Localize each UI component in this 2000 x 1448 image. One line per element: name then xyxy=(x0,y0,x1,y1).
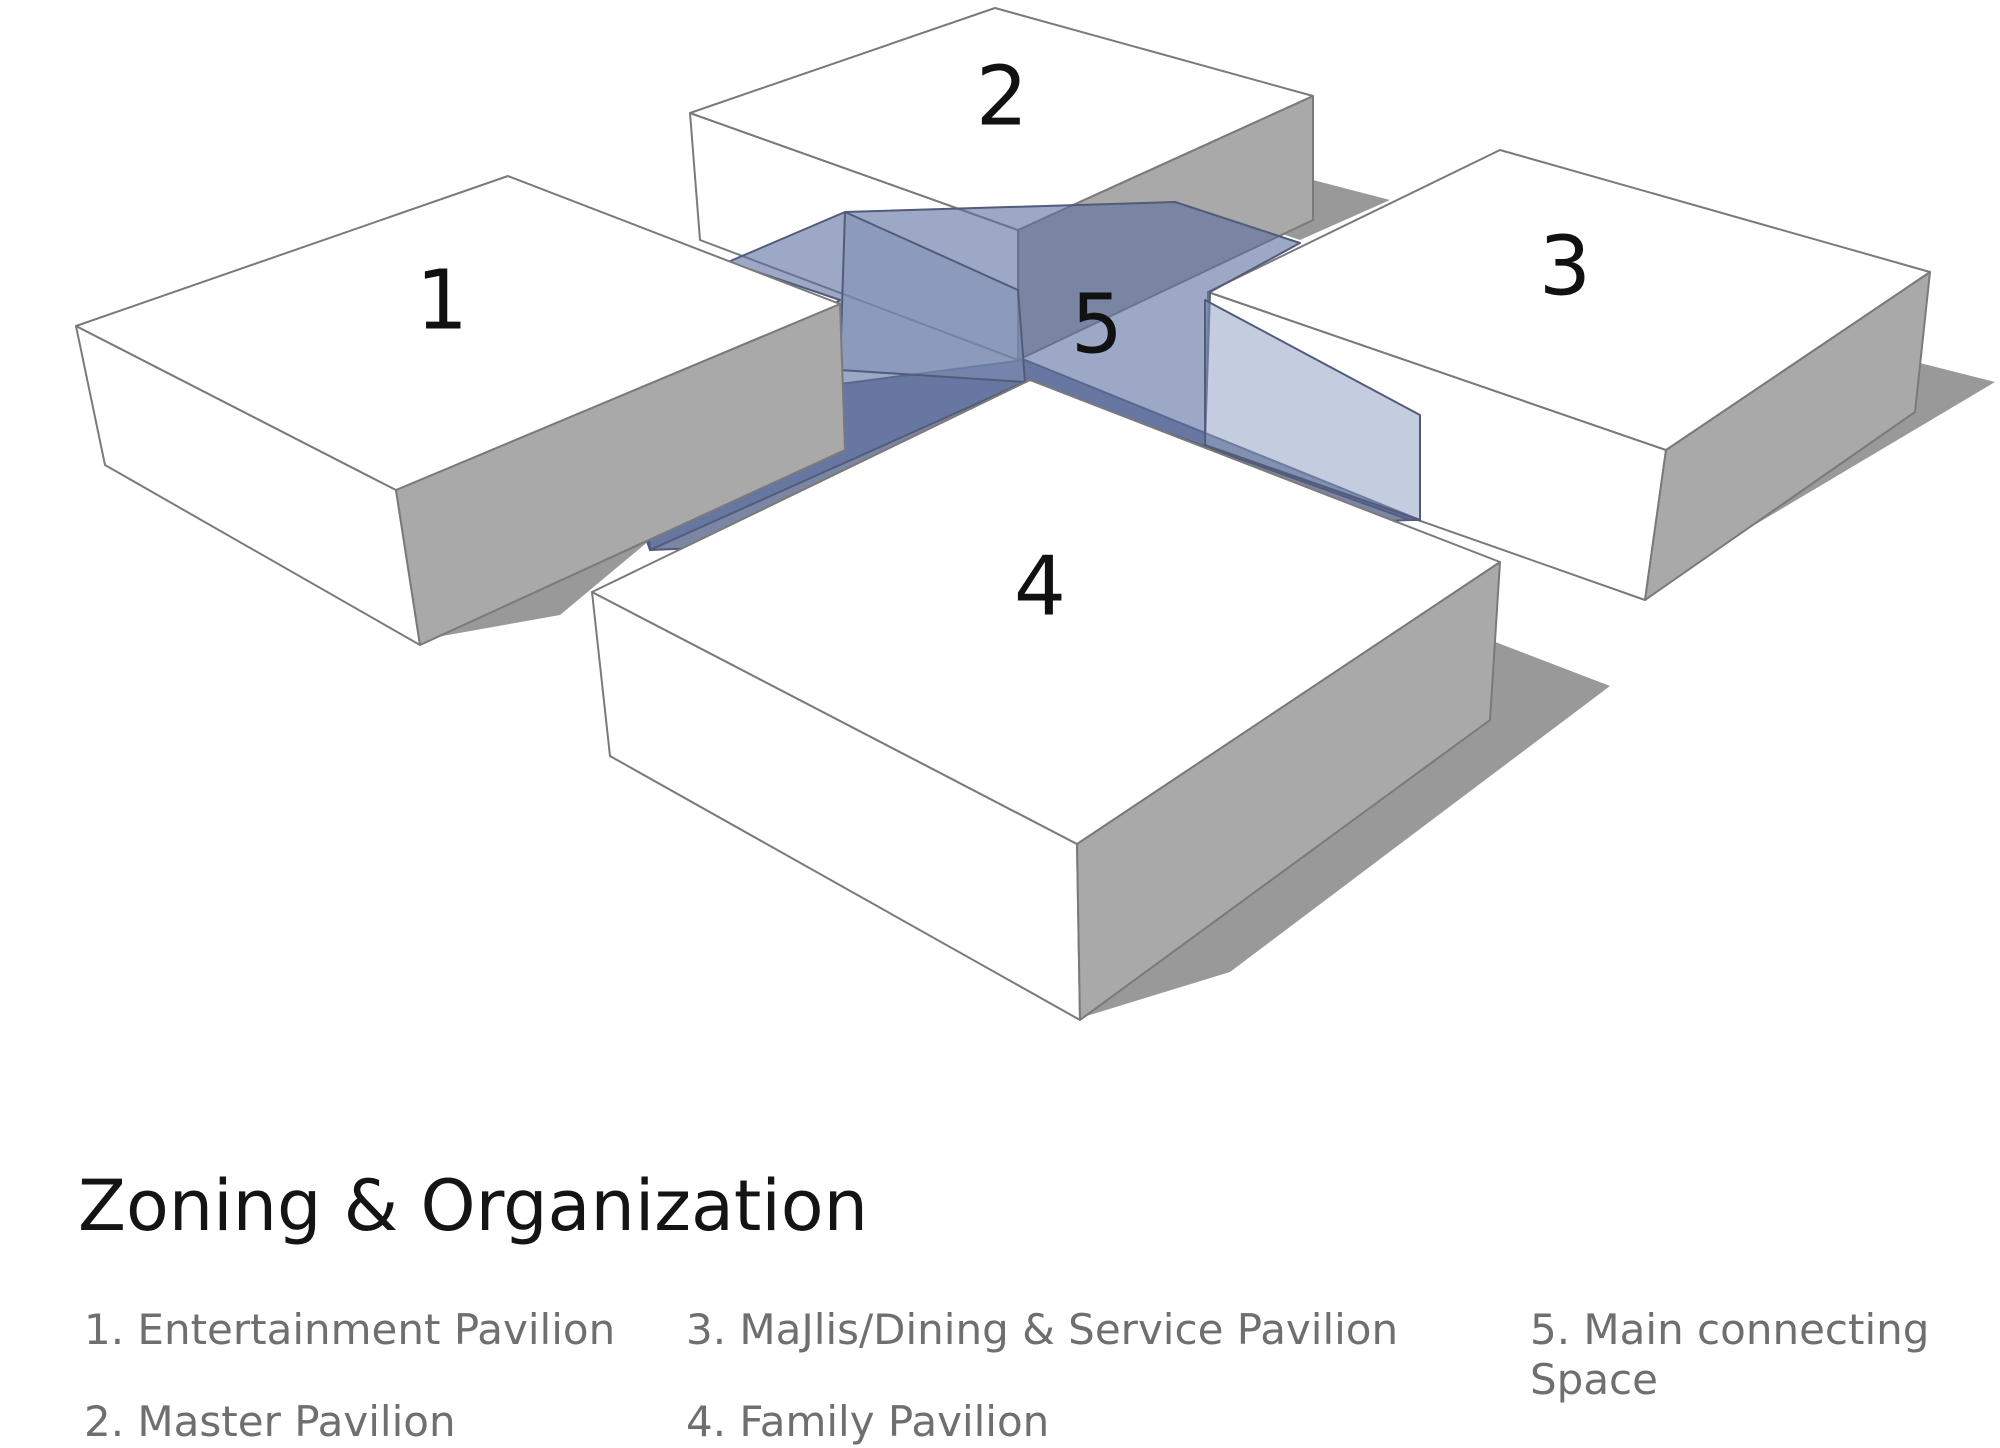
pavilion-4 xyxy=(591,379,1501,1021)
pavilion-1-top-face xyxy=(75,175,841,491)
legend-item-2: 2. Master Pavilion xyxy=(84,1397,456,1446)
legend-item-1: 1. Entertainment Pavilion xyxy=(84,1305,616,1354)
zone-label-4: 4 xyxy=(1014,539,1066,634)
zone-label-3: 3 xyxy=(1539,219,1591,314)
zone-label-5: 5 xyxy=(1071,277,1123,372)
page-title: Zoning & Organization xyxy=(78,1165,868,1247)
legend-item-3: 3. MaJlis/Dining & Service Pavilion xyxy=(686,1305,1399,1354)
shadow-pavilion-3 xyxy=(1640,363,1995,600)
pavilion-3-top-face xyxy=(1207,149,1931,451)
legend-item-4: 4. Family Pavilion xyxy=(686,1397,1050,1446)
zone-label-2: 2 xyxy=(976,49,1028,144)
legend-item-5-line-1: 5. Main connecting xyxy=(1530,1305,1930,1354)
legend-item-5-line-2: Space xyxy=(1530,1355,1658,1404)
zone-label-1: 1 xyxy=(416,253,468,348)
pavilion-4-top-face xyxy=(591,379,1501,845)
pavilion-2-top-face xyxy=(689,7,1314,231)
connector-right-wall xyxy=(1204,299,1421,521)
pavilion-1 xyxy=(75,175,846,646)
